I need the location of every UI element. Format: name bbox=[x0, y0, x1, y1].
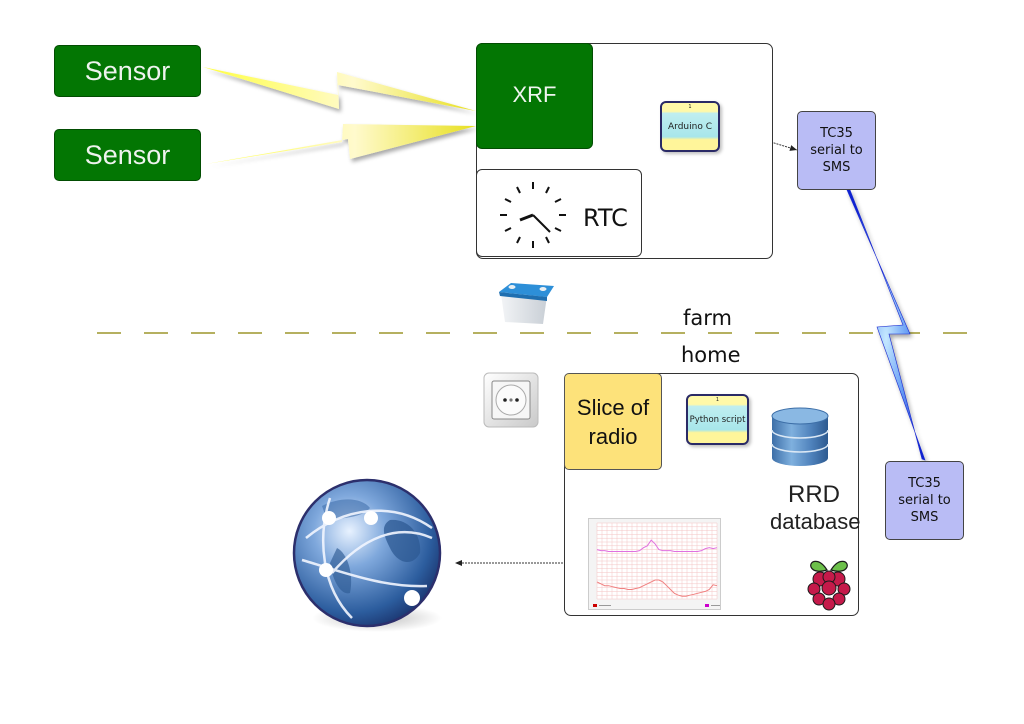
sms-link bbox=[846, 189, 926, 461]
rrd-database-label: RRD database bbox=[770, 481, 861, 535]
slice-of-radio-module[interactable]: Slice of radio bbox=[564, 373, 662, 470]
farm-zone-label: farm bbox=[683, 306, 732, 330]
xrf-module[interactable]: XRF bbox=[476, 43, 593, 149]
arduino-label: Arduino C bbox=[668, 122, 712, 132]
sensor-2[interactable]: Sensor bbox=[54, 129, 201, 181]
series-line-lower-series bbox=[596, 579, 718, 597]
sensor-2-label: Sensor bbox=[84, 139, 171, 170]
slice-line1: Slice of bbox=[576, 394, 650, 420]
legend-swatch-2 bbox=[705, 604, 709, 607]
globe-internet-icon[interactable] bbox=[292, 478, 452, 638]
legend-swatch-1 bbox=[593, 604, 597, 607]
legend-text-2 bbox=[711, 605, 720, 606]
raspberry-pi-icon bbox=[807, 560, 851, 611]
rtc-label: RTC bbox=[583, 204, 628, 232]
rtc-module[interactable]: RTC bbox=[476, 169, 642, 257]
rrd-graph-thumbnail[interactable] bbox=[588, 518, 721, 610]
rrd-line1: RRD bbox=[788, 481, 840, 508]
clock-icon bbox=[500, 182, 566, 248]
series-line-upper-series bbox=[596, 539, 718, 552]
slice-line2: radio bbox=[588, 423, 638, 449]
power-socket-icon bbox=[483, 372, 539, 428]
plot-series bbox=[596, 539, 718, 597]
tc35-farm-modem[interactable]: TC35 serial to SMS bbox=[797, 111, 876, 190]
legend-text-1 bbox=[599, 605, 611, 606]
tc35-home-line2: serial to bbox=[898, 493, 951, 508]
xrf-label: XRF bbox=[512, 82, 557, 107]
wireless-link-sensor-2 bbox=[206, 124, 476, 164]
wireless-link-sensor-1 bbox=[203, 67, 476, 111]
tc35-farm-line2: serial to bbox=[810, 143, 863, 158]
python-label: Python script bbox=[689, 415, 746, 425]
database-icon[interactable] bbox=[769, 406, 831, 470]
tc35-home-modem[interactable]: TC35 serial to SMS bbox=[885, 461, 964, 540]
tc35-farm-line3: SMS bbox=[822, 160, 851, 175]
plot-grid bbox=[596, 522, 718, 600]
sensor-1-label: Sensor bbox=[84, 55, 171, 86]
arduino-index: 1 bbox=[688, 104, 692, 110]
tc35-home-line1: TC35 bbox=[908, 476, 941, 491]
sensor-1[interactable]: Sensor bbox=[54, 45, 201, 97]
home-zone-label: home bbox=[681, 343, 741, 367]
battery-icon bbox=[499, 283, 554, 324]
python-index: 1 bbox=[715, 397, 720, 403]
rrd-line2: database bbox=[770, 509, 861, 534]
tc35-farm-line1: TC35 bbox=[820, 126, 853, 141]
python-script-process[interactable]: 1 Python script bbox=[686, 394, 749, 445]
tc35-home-line3: SMS bbox=[910, 510, 939, 525]
rrd-graph-plot bbox=[593, 522, 720, 607]
arduino-process[interactable]: 1 Arduino C bbox=[660, 101, 720, 152]
